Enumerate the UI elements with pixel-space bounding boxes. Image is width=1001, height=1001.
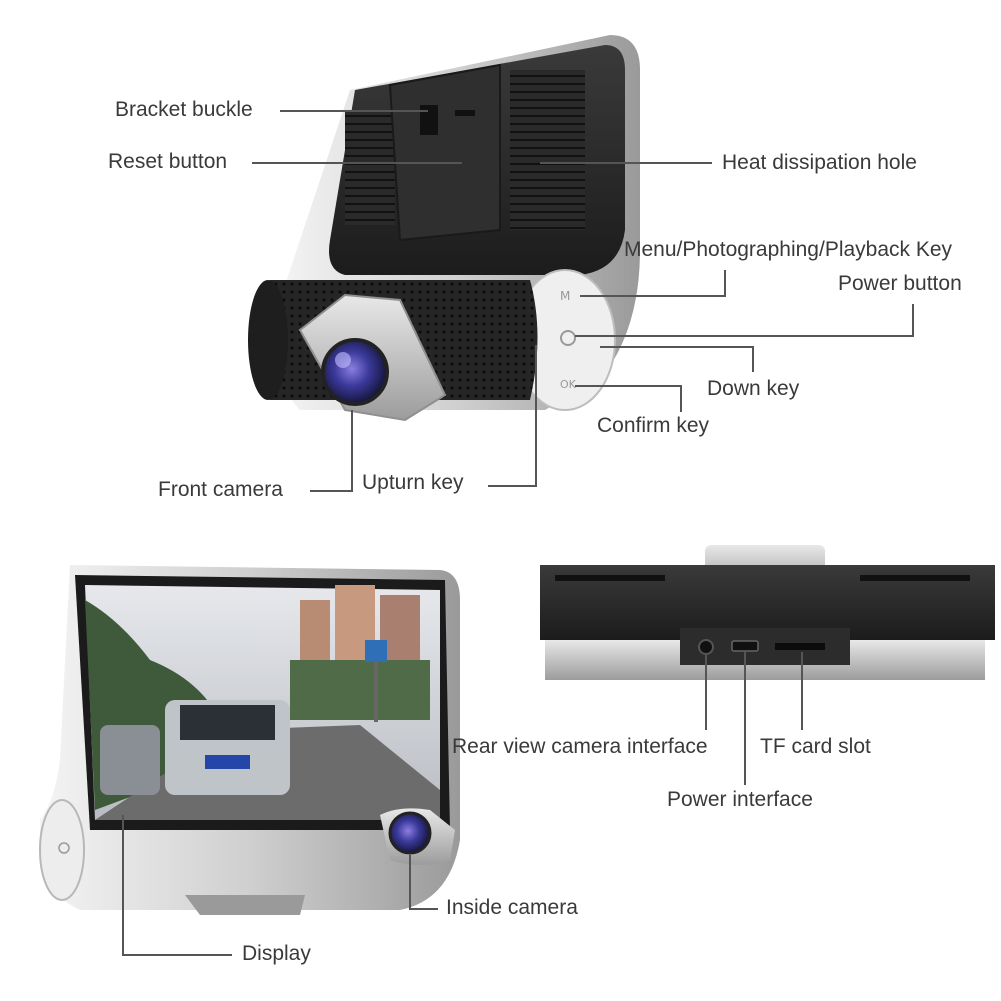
leader-inside-camera [409,855,438,910]
label-front-camera: Front camera [158,478,283,501]
inside-camera-lens [388,811,432,855]
top-vent-left [555,575,665,581]
port-panel [680,628,850,665]
label-down-key: Down key [707,377,800,400]
leader-front-camera [310,410,353,492]
dashcam-rear-view: M OK [248,35,640,422]
heat-vent-left [345,110,395,225]
heat-vent-right [510,70,585,230]
leader-upturn-key [488,345,537,487]
display-bottom-mount [185,895,305,915]
cylinder-cap [248,280,288,400]
display-power-icon [58,842,70,854]
lens-highlight [335,352,351,368]
label-inside-camera: Inside camera [446,896,578,919]
display-screen [85,585,440,820]
label-tf-card-slot: TF card slot [760,735,871,758]
leader-down-key [600,346,754,372]
tf-card-slot-port [775,643,825,650]
power-button-icon [560,330,576,346]
reset-hole [455,110,475,116]
label-confirm-key: Confirm key [597,414,710,437]
display-button-panel [39,799,85,901]
label-reset-button: Reset button [108,150,228,173]
rear-camera-port [698,639,714,655]
label-power-interface: Power interface [667,788,813,811]
label-heat-dissipation-hole: Heat dissipation hole [722,151,917,174]
leader-lines [122,110,914,956]
label-menu-key: Menu/Photographing/Playback Key [624,238,953,261]
menu-key-icon: M [560,289,570,303]
dashcam-front-view [39,565,460,915]
leader-display [122,815,232,956]
leader-menu-key [580,270,726,297]
label-display: Display [242,942,311,965]
label-bracket-buckle: Bracket buckle [115,98,253,121]
power-port [731,640,759,652]
top-vent-right [860,575,970,581]
dashcam-top-view [540,545,995,680]
label-rear-view-camera-interface: Rear view camera interface [452,735,708,758]
leader-confirm-key [575,385,682,412]
label-power-button: Power button [838,272,962,295]
bracket-mount [388,63,501,242]
bracket-buckle-slot [420,105,438,135]
label-upturn-key: Upturn key [362,471,464,494]
leader-power-button [575,304,914,337]
front-camera-lens [321,338,389,406]
confirm-key-icon: OK [560,378,577,391]
